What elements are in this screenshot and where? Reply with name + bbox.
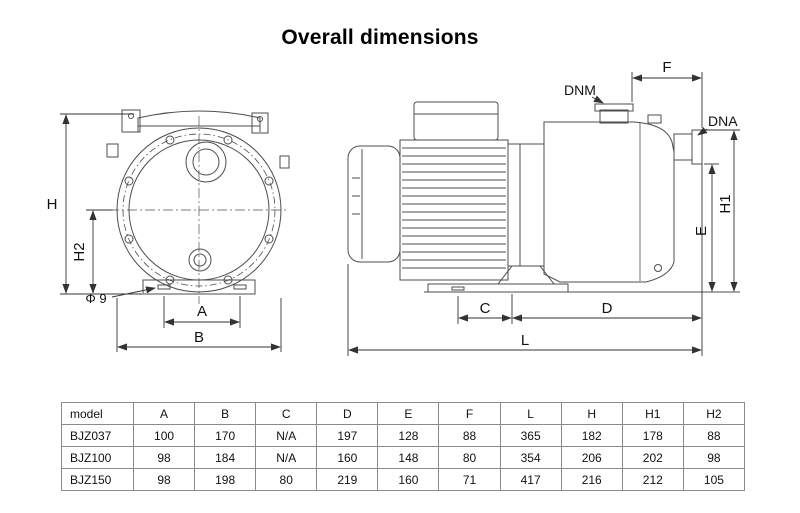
- cell: 206: [560, 446, 623, 469]
- table-row: BJZ037 100 170 N/A 197 128 88 365 182 17…: [61, 424, 746, 447]
- side-view-dimensions: [347, 72, 740, 356]
- cell: 170: [194, 424, 257, 447]
- cell: N/A: [255, 424, 318, 447]
- cell: 128: [377, 424, 440, 447]
- overall-dimensions-drawing: H H2 Φ 9 A B: [47, 59, 740, 356]
- dim-label-H1: H1: [717, 194, 734, 213]
- cell: 417: [499, 468, 562, 491]
- dim-label-B: B: [194, 329, 204, 346]
- cell: 80: [255, 468, 318, 491]
- dim-label-phi9: Φ 9: [85, 291, 106, 306]
- cell: 88: [682, 424, 746, 447]
- col-header-F: F: [438, 402, 501, 425]
- cell: 98: [132, 468, 196, 491]
- dim-label-A: A: [197, 303, 207, 320]
- cell: 80: [438, 446, 501, 469]
- dimensions-table: model A B C D E F L H H1 H2 BJZ037 100 1…: [61, 402, 746, 491]
- col-header-B: B: [194, 402, 257, 425]
- dim-label-F: F: [662, 59, 671, 76]
- cell: 105: [682, 468, 746, 491]
- cell-model: BJZ100: [61, 446, 134, 469]
- cell: 198: [194, 468, 257, 491]
- dim-label-H: H: [47, 196, 58, 213]
- cell: 219: [316, 468, 379, 491]
- cell: 184: [194, 446, 257, 469]
- port-label-DNM: DNM: [564, 82, 596, 98]
- cell: 160: [316, 446, 379, 469]
- col-header-A: A: [132, 402, 196, 425]
- col-header-E: E: [377, 402, 440, 425]
- cell: 182: [560, 424, 623, 447]
- page-title: Overall dimensions: [281, 26, 479, 49]
- cell-model: BJZ037: [61, 424, 134, 447]
- front-view-dimensions: [60, 113, 282, 352]
- cell: 365: [499, 424, 562, 447]
- cell: 354: [499, 446, 562, 469]
- side-view-drawing: [347, 101, 740, 293]
- cell: 178: [621, 424, 684, 447]
- cell-model: BJZ150: [61, 468, 134, 491]
- col-header-model: model: [61, 402, 134, 425]
- col-header-C: C: [255, 402, 318, 425]
- table-row: BJZ150 98 198 80 219 160 71 417 216 212 …: [61, 468, 746, 491]
- cell: 71: [438, 468, 501, 491]
- cell: 98: [132, 446, 196, 469]
- table-header-row: model A B C D E F L H H1 H2: [61, 402, 746, 425]
- cell: 212: [621, 468, 684, 491]
- dim-label-L: L: [521, 332, 529, 349]
- table-row: BJZ100 98 184 N/A 160 148 80 354 206 202…: [61, 446, 746, 469]
- cell: 100: [132, 424, 196, 447]
- col-header-H1: H1: [621, 402, 684, 425]
- col-header-D: D: [316, 402, 379, 425]
- cell: 216: [560, 468, 623, 491]
- cell: N/A: [255, 446, 318, 469]
- dim-label-E: E: [693, 226, 710, 236]
- cell: 88: [438, 424, 501, 447]
- cell: 202: [621, 446, 684, 469]
- col-header-H2: H2: [682, 402, 746, 425]
- cell: 98: [682, 446, 746, 469]
- port-label-DNA: DNA: [708, 113, 738, 129]
- col-header-L: L: [499, 402, 562, 425]
- dim-label-H2: H2: [71, 242, 88, 261]
- cell: 160: [377, 468, 440, 491]
- front-view-drawing: [106, 109, 290, 304]
- cell: 148: [377, 446, 440, 469]
- dim-label-C: C: [480, 300, 491, 317]
- dim-label-D: D: [602, 300, 613, 317]
- cell: 197: [316, 424, 379, 447]
- col-header-H: H: [560, 402, 623, 425]
